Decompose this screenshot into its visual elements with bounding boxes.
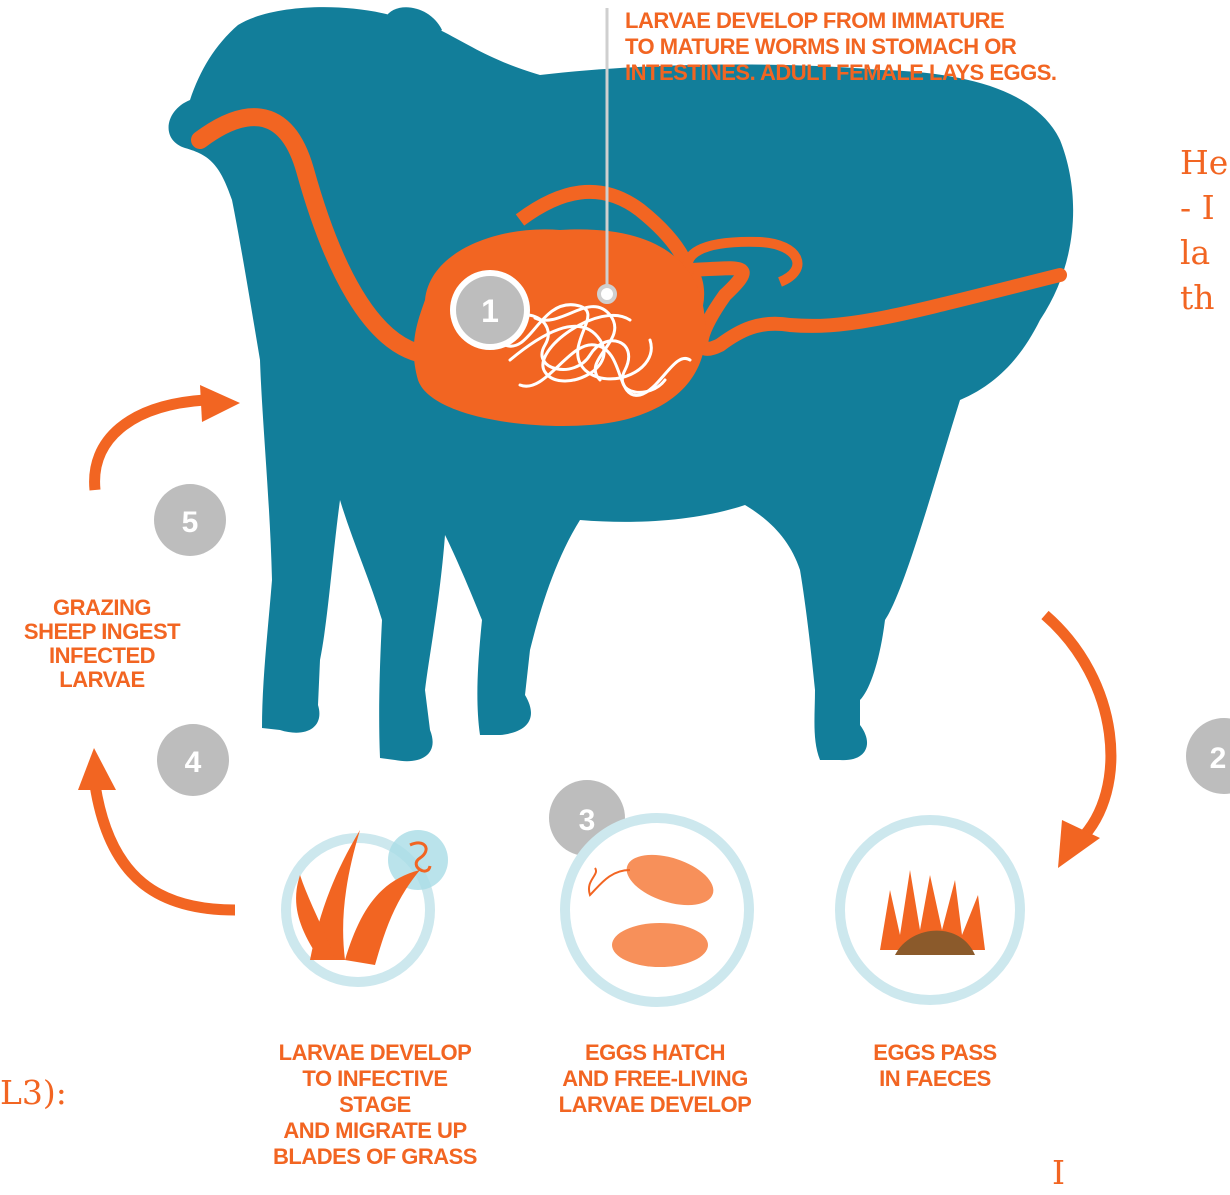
badge-5-number: 5 <box>182 506 199 539</box>
caption-line: IN FAECES <box>855 1066 1015 1092</box>
badge-2: 2 <box>1186 718 1230 794</box>
caption-line: TO INFECTIVE STAGE <box>265 1066 485 1118</box>
caption-line: GRAZING <box>22 596 182 620</box>
caption-line: LARVAE DEVELOP <box>265 1040 485 1066</box>
stage1-caption: LARVAE DEVELOP FROM IMMATURE TO MATURE W… <box>625 8 1057 86</box>
caption-line: EGGS PASS <box>855 1040 1015 1066</box>
badge-4: 4 <box>157 724 229 796</box>
left-bottom-text: L3): <box>0 1070 67 1115</box>
callout-dot <box>599 286 615 302</box>
caption-line: AND FREE-LIVING <box>555 1066 755 1092</box>
badge-5: 5 <box>154 484 226 556</box>
side-line: th <box>1180 275 1228 320</box>
arrowhead-5-to-1 <box>200 385 240 422</box>
arrow-4-to-5 <box>95 785 235 910</box>
faeces-illustration <box>840 820 1020 1000</box>
arrow-to-2 <box>1045 615 1111 840</box>
caption-line: AND MIGRATE UP <box>265 1118 485 1144</box>
caption-line: LARVAE DEVELOP <box>555 1092 755 1118</box>
stage4-caption: LARVAE DEVELOP TO INFECTIVE STAGE AND MI… <box>265 1040 485 1170</box>
badge-3-number: 3 <box>579 804 596 837</box>
side-line: la <box>1180 230 1228 275</box>
right-side-text: He - I la th <box>1180 140 1228 320</box>
right-bottom-text: I <box>1052 1150 1065 1195</box>
arrowhead-4-to-5 <box>78 748 116 790</box>
stage5-caption: GRAZING SHEEP INGEST INFECTED LARVAE <box>22 596 182 692</box>
caption-line: BLADES OF GRASS <box>265 1144 485 1170</box>
badge-1: 1 <box>450 270 530 350</box>
caption-line: TO MATURE WORMS IN STOMACH OR <box>625 34 1057 60</box>
caption-line: EGGS HATCH <box>555 1040 755 1066</box>
caption-line: INTESTINES. ADULT FEMALE LAYS EGGS. <box>625 60 1057 86</box>
eggs-hatch-illustration <box>565 818 749 1002</box>
side-line: - I <box>1180 185 1228 230</box>
badge-1-number: 1 <box>481 293 499 329</box>
caption-line: LARVAE DEVELOP FROM IMMATURE <box>625 8 1057 34</box>
badge-2-number: 2 <box>1210 742 1227 775</box>
grass-larvae-illustration <box>286 830 448 982</box>
caption-line: LARVAE <box>22 668 182 692</box>
arrow-5-to-1 <box>95 400 205 490</box>
caption-line: SHEEP INGEST <box>22 620 182 644</box>
stage3-caption: EGGS HATCH AND FREE-LIVING LARVAE DEVELO… <box>555 1040 755 1118</box>
badge-4-number: 4 <box>185 746 202 779</box>
stage2-caption: EGGS PASS IN FAECES <box>855 1040 1015 1092</box>
caption-line: INFECTED <box>22 644 182 668</box>
side-line: He <box>1180 140 1228 185</box>
